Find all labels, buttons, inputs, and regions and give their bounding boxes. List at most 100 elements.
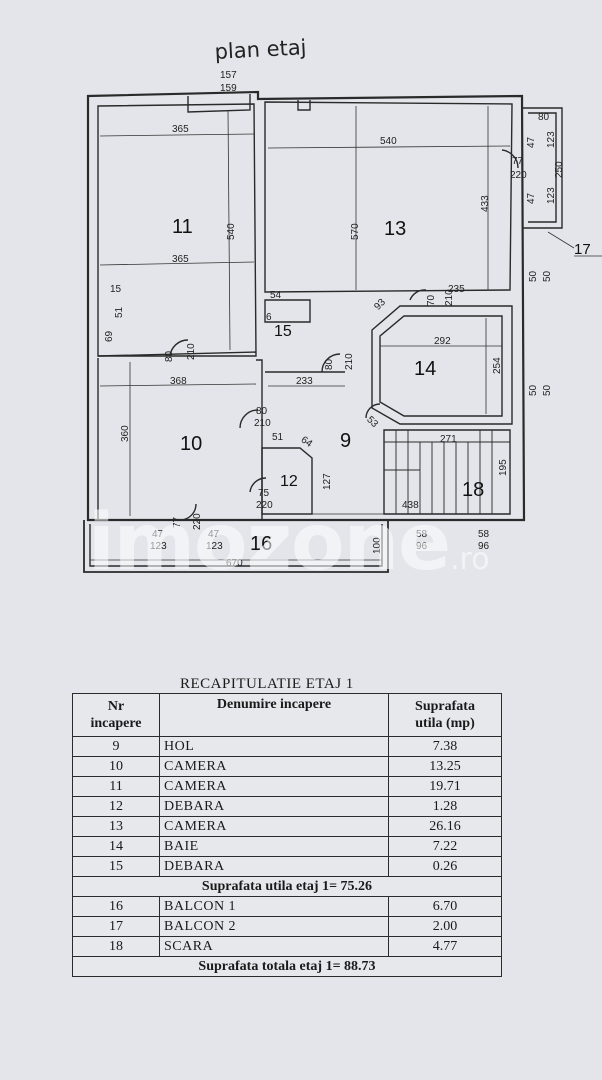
dim-label: 15: [110, 284, 122, 295]
dim-label: 123: [150, 541, 167, 552]
dim-label: 220: [192, 513, 203, 530]
dim-label: 80: [164, 350, 175, 362]
dim-label: 235: [448, 284, 465, 295]
total-cell: Suprafata totala etaj 1= 88.73: [72, 956, 502, 977]
dim-label: 75: [258, 488, 270, 499]
cell-area: 7.38: [388, 736, 502, 757]
dim-label: 80: [538, 112, 550, 123]
total-row: Suprafata totala etaj 1= 88.73: [72, 956, 502, 977]
dim-label: 233: [296, 376, 313, 387]
cell-nr: 17: [72, 916, 160, 937]
room-label-12: 12: [280, 473, 298, 490]
dim-label: 433: [480, 195, 491, 212]
dim-label: 50: [542, 270, 553, 282]
dim-label: 157: [220, 70, 237, 81]
cell-area: 1.28: [388, 796, 502, 817]
cell-nr: 13: [72, 816, 160, 837]
dim-label: 80: [324, 358, 335, 370]
dim-label: 570: [350, 223, 361, 240]
dim-label: 127: [322, 473, 333, 490]
room-label-14: 14: [414, 358, 436, 380]
dim-label: 540: [226, 223, 237, 240]
dim-label: 250: [554, 161, 565, 178]
room-label-17: 17: [574, 241, 591, 258]
dim-label: 47: [208, 529, 220, 540]
dim-label: 210: [186, 343, 197, 360]
dim-label: 47: [526, 192, 537, 204]
room-label-15: 15: [274, 323, 292, 340]
dim-label: 360: [120, 425, 131, 442]
dim-label: 47: [152, 529, 164, 540]
cell-name: HOL: [159, 736, 389, 757]
cell-area: 0.26: [388, 856, 502, 877]
dim-label: 50: [528, 270, 539, 282]
dim-label: 123: [546, 131, 557, 148]
cell-nr: 12: [72, 796, 160, 817]
dim-label: 58: [416, 529, 428, 540]
dim-label: 210: [254, 418, 271, 429]
dim-label: 670: [226, 558, 243, 569]
dim-label: 51: [114, 306, 125, 318]
cell-area: 6.70: [388, 896, 502, 917]
dim-label: 50: [542, 384, 553, 396]
dim-label: 50: [528, 384, 539, 396]
dim-label: 292: [434, 336, 451, 347]
room-label-16: 16: [250, 533, 272, 555]
dim-label: 210: [444, 289, 455, 306]
cell-nr: 18: [72, 936, 160, 957]
dim-label: 210: [344, 353, 355, 370]
dim-label: 47: [526, 136, 537, 148]
cell-nr: 11: [72, 776, 160, 797]
dim-label: 6: [266, 312, 272, 323]
recap-title: RECAPITULATIE ETAJ 1: [180, 676, 354, 692]
dim-label: 96: [478, 541, 490, 552]
dim-label: 64: [299, 434, 315, 450]
cell-nr: 15: [72, 856, 160, 877]
cell-name: CAMERA: [159, 816, 389, 837]
dim-label: 220: [256, 500, 273, 511]
cell-nr: 10: [72, 756, 160, 777]
dim-label: 195: [498, 459, 509, 476]
header-area-line2: utila (mp): [415, 716, 475, 731]
header-area: Suprafata utila (mp): [388, 693, 502, 737]
dim-label: 368: [170, 376, 187, 387]
cell-name: SCARA: [159, 936, 389, 957]
dim-label: 365: [172, 124, 189, 135]
cell-area: 7.22: [388, 836, 502, 857]
dim-label: 540: [380, 136, 397, 147]
cell-nr: 14: [72, 836, 160, 857]
dim-label: 93: [372, 297, 388, 313]
dim-label: 58: [478, 529, 490, 540]
cell-name: BALCON 2: [159, 916, 389, 937]
dim-label: 69: [104, 330, 115, 342]
header-nr-line2: incapere: [90, 716, 142, 731]
dim-label: 54: [270, 290, 282, 301]
header-area-line1: Suprafata: [415, 699, 475, 714]
dim-label: 220: [510, 170, 527, 181]
room-label-18: 18: [462, 479, 484, 501]
cell-name: BALCON 1: [159, 896, 389, 917]
cell-area: 13.25: [388, 756, 502, 777]
dim-label: 123: [546, 187, 557, 204]
dim-label: 51: [272, 432, 284, 443]
room-label-11: 11: [172, 216, 193, 238]
cell-name: BAIE: [159, 836, 389, 857]
dim-label: 96: [416, 541, 428, 552]
room-label-13: 13: [384, 218, 406, 240]
floor-plan: 157 159 365 540 365 570 540 433 80 47 12…: [83, 70, 602, 573]
header-name-text: Denumire incapere: [216, 697, 332, 712]
cell-area: 26.16: [388, 816, 502, 837]
dim-label: 438: [402, 500, 419, 511]
